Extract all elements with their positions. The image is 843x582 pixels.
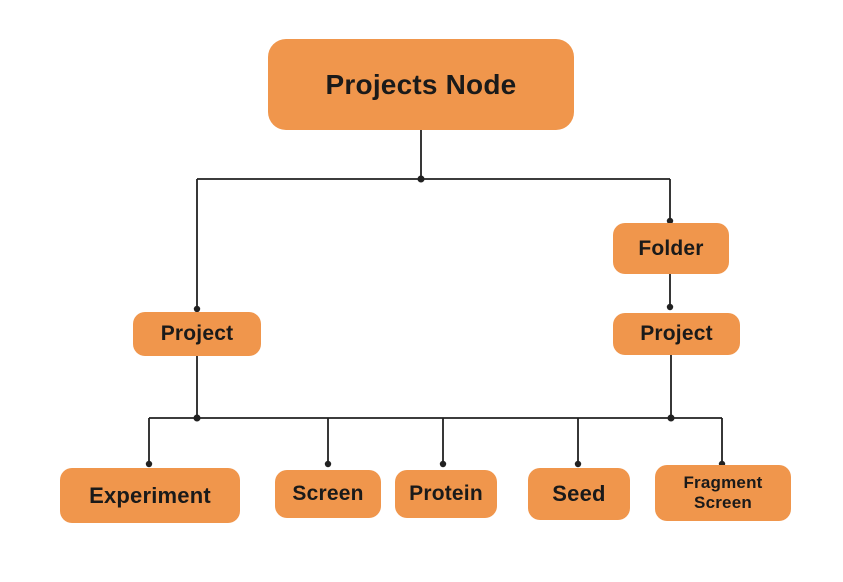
node-fragment-screen: Fragment Screen <box>655 465 791 521</box>
node-projects-node: Projects Node <box>268 39 574 130</box>
node-project-right-label: Project <box>640 322 713 345</box>
node-projects-node-label: Projects Node <box>325 68 517 100</box>
endpoint-dot <box>439 460 447 468</box>
endpoint-dot <box>666 303 674 311</box>
node-experiment: Experiment <box>60 468 240 523</box>
node-fragment-screen-label: Fragment Screen <box>683 472 763 512</box>
junction-dot <box>667 414 675 422</box>
endpoint-dot <box>193 305 201 313</box>
junction-dot <box>417 175 425 183</box>
node-seed-label: Seed <box>552 481 606 506</box>
node-protein-label: Protein <box>409 482 483 505</box>
node-folder-label: Folder <box>638 236 704 260</box>
endpoint-dot <box>145 460 153 468</box>
junction-dot <box>193 414 201 422</box>
node-project-right: Project <box>613 313 740 355</box>
endpoint-dot <box>324 460 332 468</box>
node-seed: Seed <box>528 468 630 520</box>
node-experiment-label: Experiment <box>89 482 211 508</box>
node-folder: Folder <box>613 223 729 274</box>
node-project-left-label: Project <box>160 322 234 345</box>
node-screen-label: Screen <box>292 482 364 505</box>
endpoint-dot <box>666 217 674 225</box>
node-protein: Protein <box>395 470 497 518</box>
node-project-left: Project <box>133 312 261 356</box>
endpoint-dot <box>574 460 582 468</box>
node-screen: Screen <box>275 470 381 518</box>
